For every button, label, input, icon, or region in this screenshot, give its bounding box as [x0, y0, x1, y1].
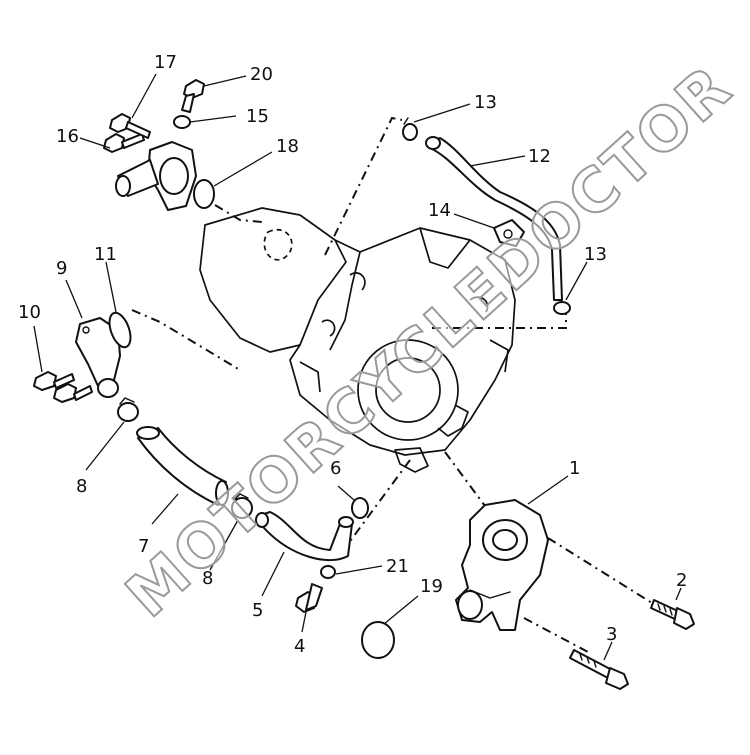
callout-leader-lines	[33, 73, 682, 661]
water-pump-body	[455, 499, 549, 631]
tube-clamp-lower	[553, 301, 571, 315]
bypass-tube	[425, 136, 563, 301]
sealing-washer	[173, 115, 191, 129]
callout-19: 19	[420, 576, 443, 597]
water-pipe	[255, 511, 354, 562]
assembly-guide-lines	[131, 116, 661, 653]
o-ring-small	[351, 497, 369, 519]
callout-13-upper: 13	[474, 92, 497, 113]
cover-bolts	[33, 371, 93, 403]
hose-clamp-upper	[117, 397, 139, 422]
callout-12: 12	[528, 146, 551, 167]
callout-17: 17	[154, 52, 177, 73]
callout-numbers: 1 2 3 4 5 6 7 8 8 9 10 11 12 13 13 14 15…	[18, 52, 687, 657]
outlet-bolts	[103, 113, 151, 153]
thermostat-gasket	[108, 311, 132, 349]
callout-5: 5	[252, 600, 263, 621]
callout-4: 4	[294, 636, 305, 657]
callout-16: 16	[56, 126, 79, 147]
water-outlet-housing	[115, 141, 197, 211]
callout-9: 9	[56, 258, 67, 279]
callout-14: 14	[428, 200, 451, 221]
drain-washer	[320, 565, 336, 579]
pump-o-ring	[361, 621, 395, 659]
bolt-long-lower	[569, 649, 629, 690]
callout-15: 15	[246, 106, 269, 127]
callout-18: 18	[276, 136, 299, 157]
thermostat-cover	[75, 317, 121, 398]
callout-21: 21	[386, 556, 409, 577]
callout-2: 2	[676, 570, 687, 591]
water-hose	[136, 426, 229, 506]
callout-13-lower: 13	[584, 244, 607, 265]
engine-block-outline	[199, 207, 516, 473]
tube-clamp-upper	[402, 117, 418, 141]
outlet-o-ring	[193, 179, 215, 209]
bolt-short	[295, 583, 323, 613]
hose-clamp-lower	[231, 493, 253, 519]
callout-20: 20	[250, 64, 273, 85]
callout-6: 6	[330, 458, 341, 479]
callout-1: 1	[569, 458, 580, 479]
callout-11: 11	[94, 244, 117, 265]
callout-7: 7	[138, 536, 149, 557]
tube-holder-clip	[493, 219, 525, 247]
bolt-long-upper	[650, 599, 695, 630]
callout-10: 10	[18, 302, 41, 323]
callout-3: 3	[606, 624, 617, 645]
bleed-bolt	[181, 79, 205, 113]
callout-8-upper: 8	[76, 476, 87, 497]
callout-8-lower: 8	[202, 568, 213, 589]
